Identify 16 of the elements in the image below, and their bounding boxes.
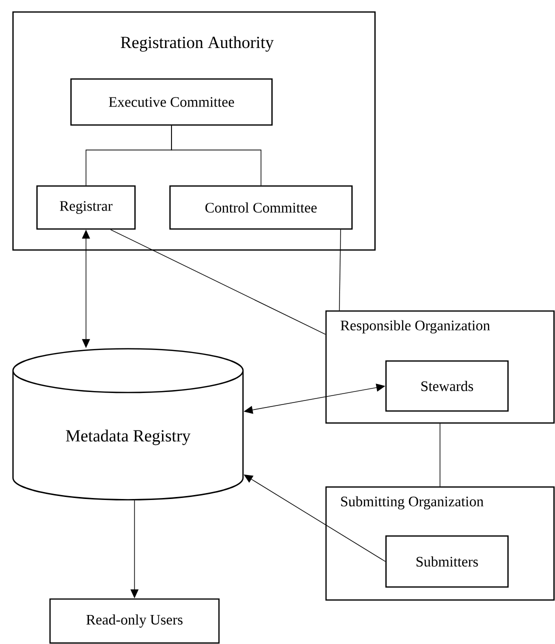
organization-box [325,486,555,601]
role-box: Registrar [36,185,136,230]
committee-box: Control Committee [169,185,353,230]
committee-box: Executive Committee [70,78,273,126]
box-heading: Submitting Organization [341,496,484,510]
connector-line [171,125,262,186]
role-box: Stewards [385,360,509,412]
role-box: Submitters [385,535,509,588]
box-heading: Registration Authority [120,36,274,52]
user-box: Read-only Users [49,598,220,644]
connector-line [110,229,326,335]
authority-box [12,11,376,251]
database-cylinder: Metadata Registry [12,348,244,500]
organization-box [325,310,555,424]
connector-line [339,229,341,311]
box-heading: Responsible Organization [340,320,490,334]
